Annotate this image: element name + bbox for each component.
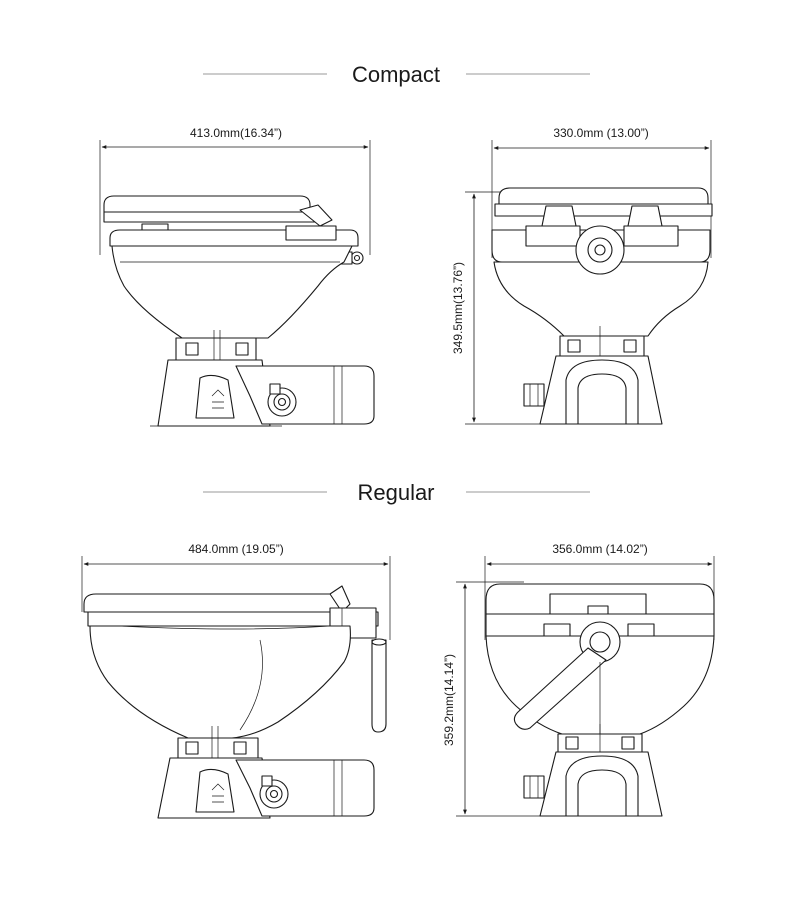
compact-side-width-label: 413.0mm(16.34”) [190,126,282,140]
regular-front-view: 356.0mm (14.02”) 359.2mm(14.14”) [442,542,715,817]
regular-title: Regular [357,480,434,505]
compact-front-view: 330.0mm (13.00”) 349.5mm(13.76”) [451,126,713,425]
compact-title: Compact [352,62,440,87]
compact-height-label: 349.5mm(13.76”) [451,262,465,354]
regular-height-label: 359.2mm(14.14”) [442,654,456,746]
regular-side-width-label: 484.0mm (19.05”) [188,542,283,556]
compact-front-width-label: 330.0mm (13.00”) [553,126,648,140]
regular-side-view: 484.0mm (19.05”) [81,542,391,819]
regular-header: Regular [203,480,590,505]
compact-side-view: 413.0mm(16.34”) [99,126,375,427]
regular-front-width-label: 356.0mm (14.02”) [552,542,647,556]
compact-header: Compact [203,62,590,87]
